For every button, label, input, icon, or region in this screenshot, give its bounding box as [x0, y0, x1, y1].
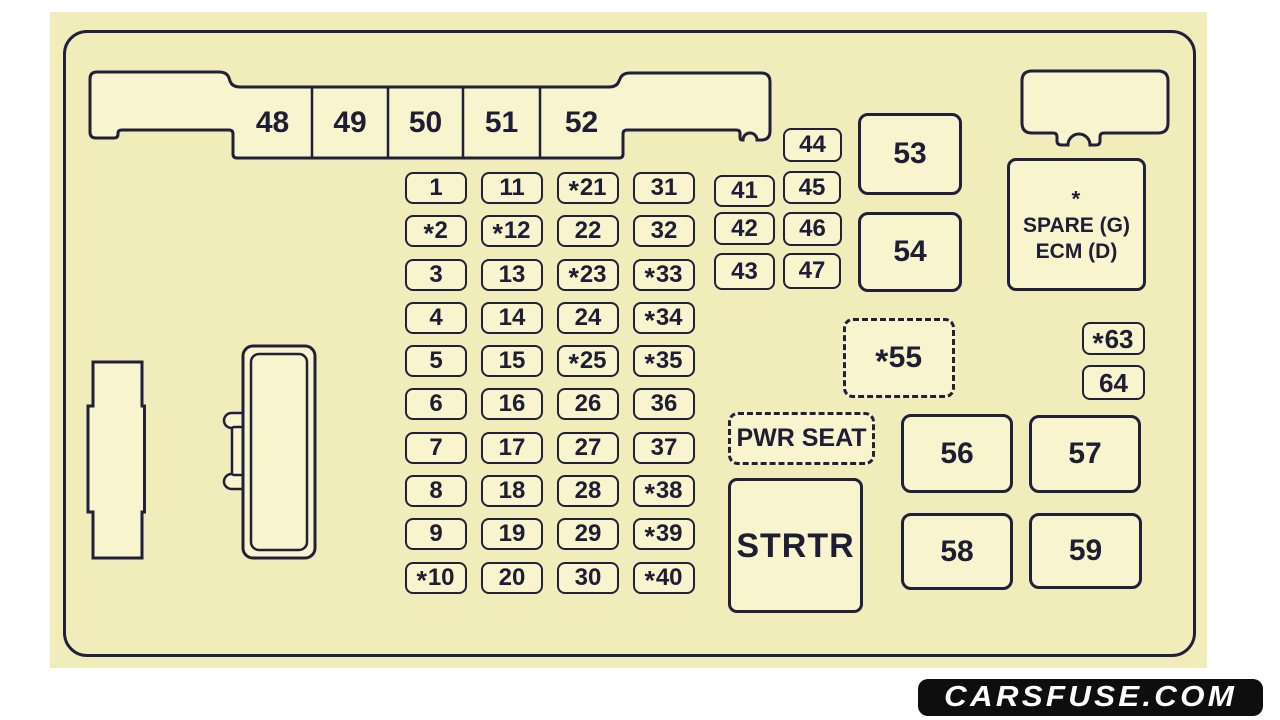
- spare-star: *: [1071, 187, 1081, 213]
- fuse-11: 11: [481, 172, 543, 204]
- spare-line1: SPARE (G): [1023, 214, 1130, 238]
- fuse-33: *33: [633, 258, 695, 291]
- fuse-2: *2: [405, 215, 467, 248]
- fuse-57: 57: [1029, 415, 1141, 493]
- fuse-52: 52: [564, 105, 599, 139]
- spare-ecm-box: * SPARE (G) ECM (D): [1007, 158, 1146, 291]
- fuse-17: 17: [481, 431, 543, 464]
- fuse-53: 53: [858, 113, 962, 195]
- fuse-28: 28: [557, 475, 619, 508]
- mini-fuse-grid: 1 11 *21 31 *2 *12 22 32 3 13 *23 *33 4 …: [405, 172, 695, 594]
- pwr-seat-box: PWR SEAT: [728, 412, 875, 465]
- fuse-7: 7: [405, 431, 467, 464]
- fuse-25: *25: [557, 345, 619, 378]
- fuse-42: 42: [714, 212, 775, 245]
- fuse-13: 13: [481, 258, 543, 291]
- fuse-34: *34: [633, 301, 695, 334]
- fuse-6: 6: [405, 388, 467, 421]
- fuse-54: 54: [858, 212, 962, 292]
- watermark-bar: CARSFUSE.COM: [918, 679, 1263, 716]
- fuse-46: 46: [783, 212, 842, 246]
- fuse-box-outer-border: [63, 30, 1196, 657]
- fuse-37: 37: [633, 431, 695, 464]
- fuse-22: 22: [557, 215, 619, 248]
- fuse-9: 9: [405, 518, 467, 551]
- fuse-36: 36: [633, 388, 695, 421]
- fuse-1: 1: [405, 172, 467, 204]
- fuse-4: 4: [405, 301, 467, 334]
- fuse-24: 24: [557, 301, 619, 334]
- fuse-21: *21: [557, 172, 619, 204]
- fuse-12: *12: [481, 215, 543, 248]
- fuse-45: 45: [783, 171, 841, 204]
- fuse-3: 3: [405, 258, 467, 291]
- fuse-35: *35: [633, 345, 695, 378]
- watermark-text: CARSFUSE.COM: [944, 681, 1237, 713]
- fuse-49: 49: [333, 105, 367, 139]
- fuse-58: 58: [901, 513, 1013, 590]
- fuse-30: 30: [557, 561, 619, 594]
- fuse-39: *39: [633, 518, 695, 551]
- fuse-32: 32: [633, 215, 695, 248]
- fuse-47: 47: [783, 253, 841, 289]
- fuse-59: 59: [1029, 513, 1142, 589]
- fuse-27: 27: [557, 431, 619, 464]
- fuse-55: *55: [843, 318, 955, 398]
- fuse-51: 51: [484, 105, 519, 139]
- fuse-56: 56: [901, 414, 1013, 493]
- fuse-14: 14: [481, 301, 543, 334]
- fuse-16: 16: [481, 388, 543, 421]
- fuse-20: 20: [481, 561, 543, 594]
- fuse-19: 19: [481, 518, 543, 551]
- fuse-43: 43: [714, 253, 775, 290]
- fuse-23: *23: [557, 258, 619, 291]
- fuse-31: 31: [633, 172, 695, 204]
- spare-line2: ECM (D): [1035, 239, 1118, 263]
- fuse-10: *10: [405, 561, 467, 594]
- fuse-40: *40: [633, 561, 695, 594]
- fuse-26: 26: [557, 388, 619, 421]
- fuse-63: *63: [1082, 322, 1145, 357]
- fuse-41: 41: [714, 175, 775, 207]
- fuse-5: 5: [405, 345, 467, 378]
- fuse-29: 29: [557, 518, 619, 551]
- fuse-8: 8: [405, 475, 467, 508]
- fuse-44: 44: [783, 128, 842, 162]
- fuse-18: 18: [481, 475, 543, 508]
- fuse-50: 50: [408, 105, 443, 139]
- fuse-48: 48: [255, 105, 290, 139]
- fuse-15: 15: [481, 345, 543, 378]
- fuse-64: 64: [1082, 365, 1145, 400]
- fuse-38: *38: [633, 475, 695, 508]
- strtr-box: STRTR: [728, 478, 863, 613]
